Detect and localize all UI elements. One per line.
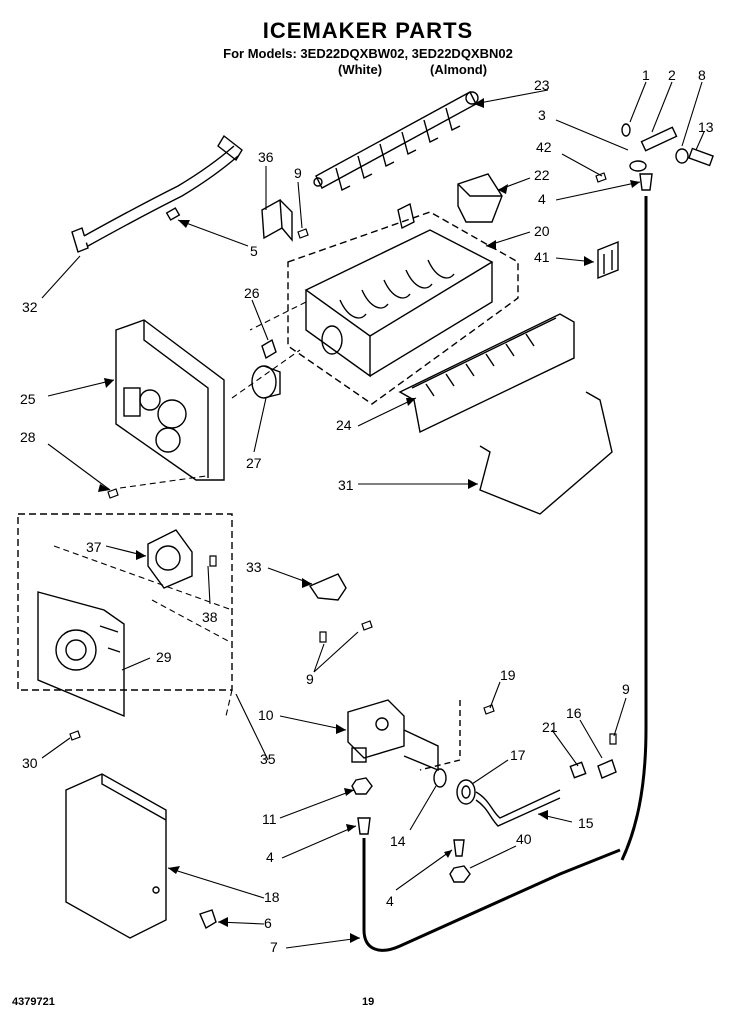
variant-almond: (Almond) xyxy=(430,62,488,77)
callout-label: 11 xyxy=(262,811,277,827)
callout-label: 38 xyxy=(202,609,218,625)
fill-tube-part-edge xyxy=(475,797,561,827)
callout-label: 33 xyxy=(246,559,262,575)
callout-arrowheads xyxy=(98,98,640,943)
page-title: ICEMAKER PARTS xyxy=(262,18,474,43)
callout-label: 35 xyxy=(260,751,276,767)
callout-label: 29 xyxy=(156,649,172,665)
callout-label: 18 xyxy=(264,889,280,905)
callout-label: 7 xyxy=(270,939,278,955)
callout-label: 4 xyxy=(538,191,546,207)
mounting-bracket-part xyxy=(261,338,277,360)
callout-label: 41 xyxy=(534,249,550,265)
callout-label: 10 xyxy=(258,707,274,723)
tube-insert-part xyxy=(357,817,371,835)
callout-label: 23 xyxy=(534,77,550,93)
callout-label: 40 xyxy=(516,831,532,847)
callout-label: 6 xyxy=(264,915,272,931)
washer-part xyxy=(433,768,447,788)
callout-label: 4 xyxy=(386,893,394,909)
callout-label: 5 xyxy=(250,243,258,259)
inlet-fitting-part xyxy=(621,123,714,191)
callout-label: 17 xyxy=(510,747,526,763)
part-number: 4379721 xyxy=(12,996,55,1008)
callout-label: 42 xyxy=(536,139,552,155)
callout-label: 37 xyxy=(86,539,102,555)
models-line: For Models: 3ED22DQXBW02, 3ED22DQXBN02 xyxy=(223,46,513,61)
callout-label: 1 xyxy=(642,67,650,83)
callout-label: 3 xyxy=(538,107,546,123)
callout-label: 22 xyxy=(534,167,550,183)
water-tube-right xyxy=(620,196,648,861)
ice-stripper-part xyxy=(398,313,575,434)
plug-part xyxy=(199,909,217,930)
dashed-leaders xyxy=(53,301,307,717)
grommet-part xyxy=(456,779,476,805)
callout-label: 31 xyxy=(338,477,354,493)
clip-part xyxy=(597,240,619,280)
callout-label: 9 xyxy=(294,165,302,181)
valve-bracket-part xyxy=(308,573,347,601)
callout-label: 14 xyxy=(390,833,406,849)
callout-label: 9 xyxy=(622,681,630,697)
variant-white: (White) xyxy=(338,62,383,77)
drive-motor-part xyxy=(147,529,193,589)
tube-insert-part-lower xyxy=(453,839,465,857)
shutoff-arm-part xyxy=(479,391,613,515)
callout-label: 28 xyxy=(20,429,36,445)
callout-label: 21 xyxy=(542,719,558,735)
water-valve-part xyxy=(347,699,439,772)
nut-part xyxy=(351,777,373,795)
ice-ejector-part xyxy=(313,91,479,192)
callout-label: 27 xyxy=(246,455,262,471)
callout-label: 2 xyxy=(668,67,676,83)
callout-label: 13 xyxy=(698,119,714,135)
motor-plate-part xyxy=(37,591,125,718)
water-tube-part xyxy=(362,838,621,952)
thermostat-part xyxy=(251,365,281,399)
bracket-part xyxy=(261,198,293,242)
callout-label: 30 xyxy=(22,755,38,771)
callout-label: 25 xyxy=(20,391,36,407)
page-number: 19 xyxy=(362,996,375,1008)
sleeve-part xyxy=(569,761,587,779)
motor-assembly-dashed-box xyxy=(17,513,233,691)
callout-label: 20 xyxy=(534,223,550,239)
screw-parts xyxy=(69,172,617,745)
callout-label: 19 xyxy=(500,667,516,683)
callout-label: 32 xyxy=(22,299,38,315)
ice-bin-cover-part xyxy=(65,773,167,939)
callout-label: 24 xyxy=(336,417,352,433)
callout-label: 4 xyxy=(266,849,274,865)
motor-housing-part xyxy=(115,319,225,481)
callout-label: 15 xyxy=(578,815,594,831)
callout-label: 16 xyxy=(566,705,582,721)
fill-tube-part xyxy=(475,789,561,819)
clamp-part xyxy=(597,759,617,779)
nut-part-lower xyxy=(449,865,471,883)
ice-mold-part xyxy=(304,202,494,378)
callout-label: 9 xyxy=(306,671,314,687)
callout-label: 8 xyxy=(698,67,706,83)
valve-dashed-guide xyxy=(419,700,461,771)
ice-mold-dashed-box xyxy=(287,211,519,405)
wire-harness-part xyxy=(71,134,243,253)
harness-clip-part xyxy=(165,207,181,221)
fill-cup-part xyxy=(457,173,503,223)
callout-labels: 1 2 8 3 13 42 4 22 23 36 9 5 20 41 32 26… xyxy=(20,67,714,955)
callout-label: 26 xyxy=(244,285,260,301)
callout-label: 36 xyxy=(258,149,274,165)
